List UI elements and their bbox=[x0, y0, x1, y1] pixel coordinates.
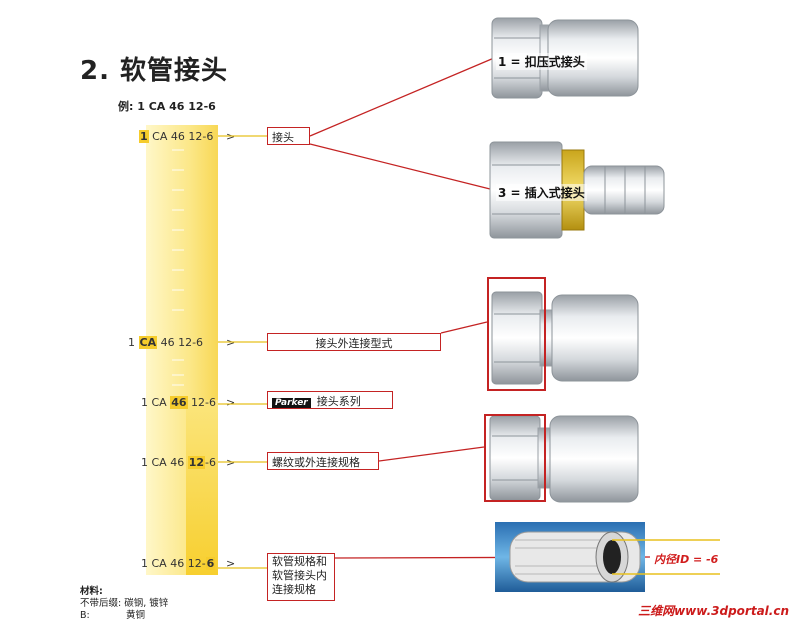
hose-illustration bbox=[495, 522, 720, 592]
ruler-ticks bbox=[172, 149, 184, 386]
label-connection-type: 接头外连接型式 bbox=[267, 333, 441, 351]
page-title: 2. 软管接头 bbox=[80, 56, 229, 86]
code-highlight: 12 bbox=[187, 456, 206, 469]
code-row-3: 1 CA 46 12-6 bbox=[141, 396, 216, 409]
arrow-5: > bbox=[226, 557, 236, 570]
label-fitting: 接头 bbox=[267, 127, 310, 145]
materials-line: B: 黄铜 bbox=[80, 610, 145, 621]
leader-lines bbox=[218, 135, 267, 569]
arrow-3: > bbox=[226, 396, 236, 409]
code-highlight: 6 bbox=[205, 557, 216, 570]
label-thread-size: 螺纹或外连接规格 bbox=[267, 452, 379, 470]
hose-id-label: 内径ID = -6 bbox=[654, 553, 719, 566]
fitting-illustration-hex bbox=[487, 277, 639, 391]
code-highlight: 1 bbox=[139, 130, 149, 143]
code-row-2: 1 CA 46 12-6 bbox=[128, 336, 204, 349]
code-row-5: 1 CA 46 12-6 bbox=[141, 557, 216, 570]
materials-line: 不带后缀: 碳钢, 镀锌 bbox=[80, 598, 169, 609]
watermark: 三维网www.3dportal.cn bbox=[638, 604, 789, 618]
example-code: 例: 1 CA 46 12-6 bbox=[118, 100, 216, 113]
parker-logo: Parker bbox=[272, 398, 311, 408]
push-on-fitting-label: 3 = 插入式接头 bbox=[496, 184, 587, 201]
materials-note: 材料: 不带后缀: 碳钢, 镀锌 B: 黄铜 bbox=[80, 586, 168, 622]
crimp-fitting-label: 1 = 扣压式接头 bbox=[496, 53, 587, 70]
code-highlight: CA bbox=[138, 336, 158, 349]
code-row-4: 1 CA 46 12-6 bbox=[141, 456, 216, 469]
label-hose-size: 软管规格和 软管接头内 连接规格 bbox=[267, 553, 335, 601]
code-row-1: 1 CA 46 12-6 bbox=[139, 130, 214, 143]
code-highlight: 46 bbox=[170, 396, 188, 409]
fitting-illustration-thread bbox=[484, 414, 639, 503]
materials-heading: 材料: bbox=[80, 586, 103, 597]
yellow-ruler-inner bbox=[186, 400, 218, 575]
